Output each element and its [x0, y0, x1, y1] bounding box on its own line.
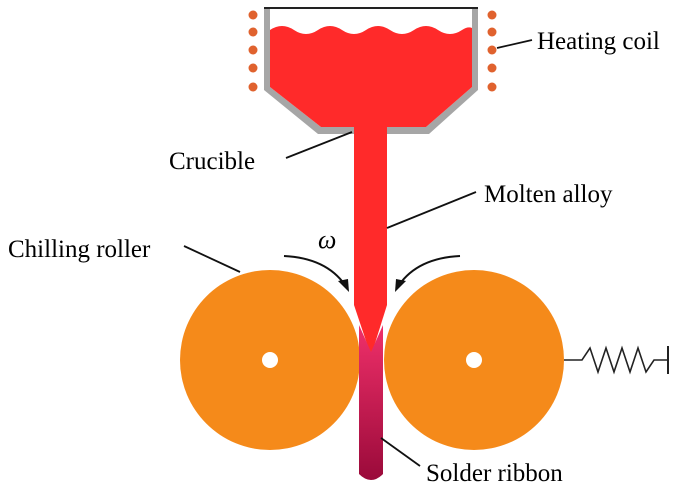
label-heating-coil: Heating coil	[537, 28, 660, 55]
left-roller-axle	[262, 352, 278, 368]
rotation-arrow-left	[283, 255, 349, 292]
label-molten-alloy: Molten alloy	[484, 181, 613, 208]
coil-dot	[248, 27, 258, 37]
coil-dot	[487, 82, 497, 92]
molten-stream	[354, 127, 387, 356]
spring	[564, 345, 668, 375]
leader-molten-alloy	[386, 191, 477, 229]
coil-dot	[487, 10, 497, 20]
coil-dot	[248, 45, 258, 55]
leader-crucible	[285, 131, 353, 159]
molten-pool	[270, 26, 472, 127]
coil-dot	[248, 63, 258, 73]
solder-ribbon	[359, 325, 383, 480]
label-solder-ribbon: Solder ribbon	[426, 460, 563, 487]
coil-dot	[487, 45, 497, 55]
leader-heating-coil	[496, 39, 533, 49]
right-roller-axle	[466, 352, 482, 368]
rotation-arrow-right	[395, 255, 461, 292]
label-chilling-roller: Chilling roller	[8, 236, 151, 263]
coil-dot	[487, 27, 497, 37]
coil-dot	[248, 10, 258, 20]
leader-chilling-roller	[183, 245, 241, 273]
label-omega: ω	[318, 225, 336, 254]
label-crucible: Crucible	[169, 148, 255, 175]
heating-coil	[248, 10, 497, 92]
coil-dot	[487, 63, 497, 73]
leader-solder-ribbon	[380, 437, 421, 467]
coil-dot	[248, 82, 258, 92]
